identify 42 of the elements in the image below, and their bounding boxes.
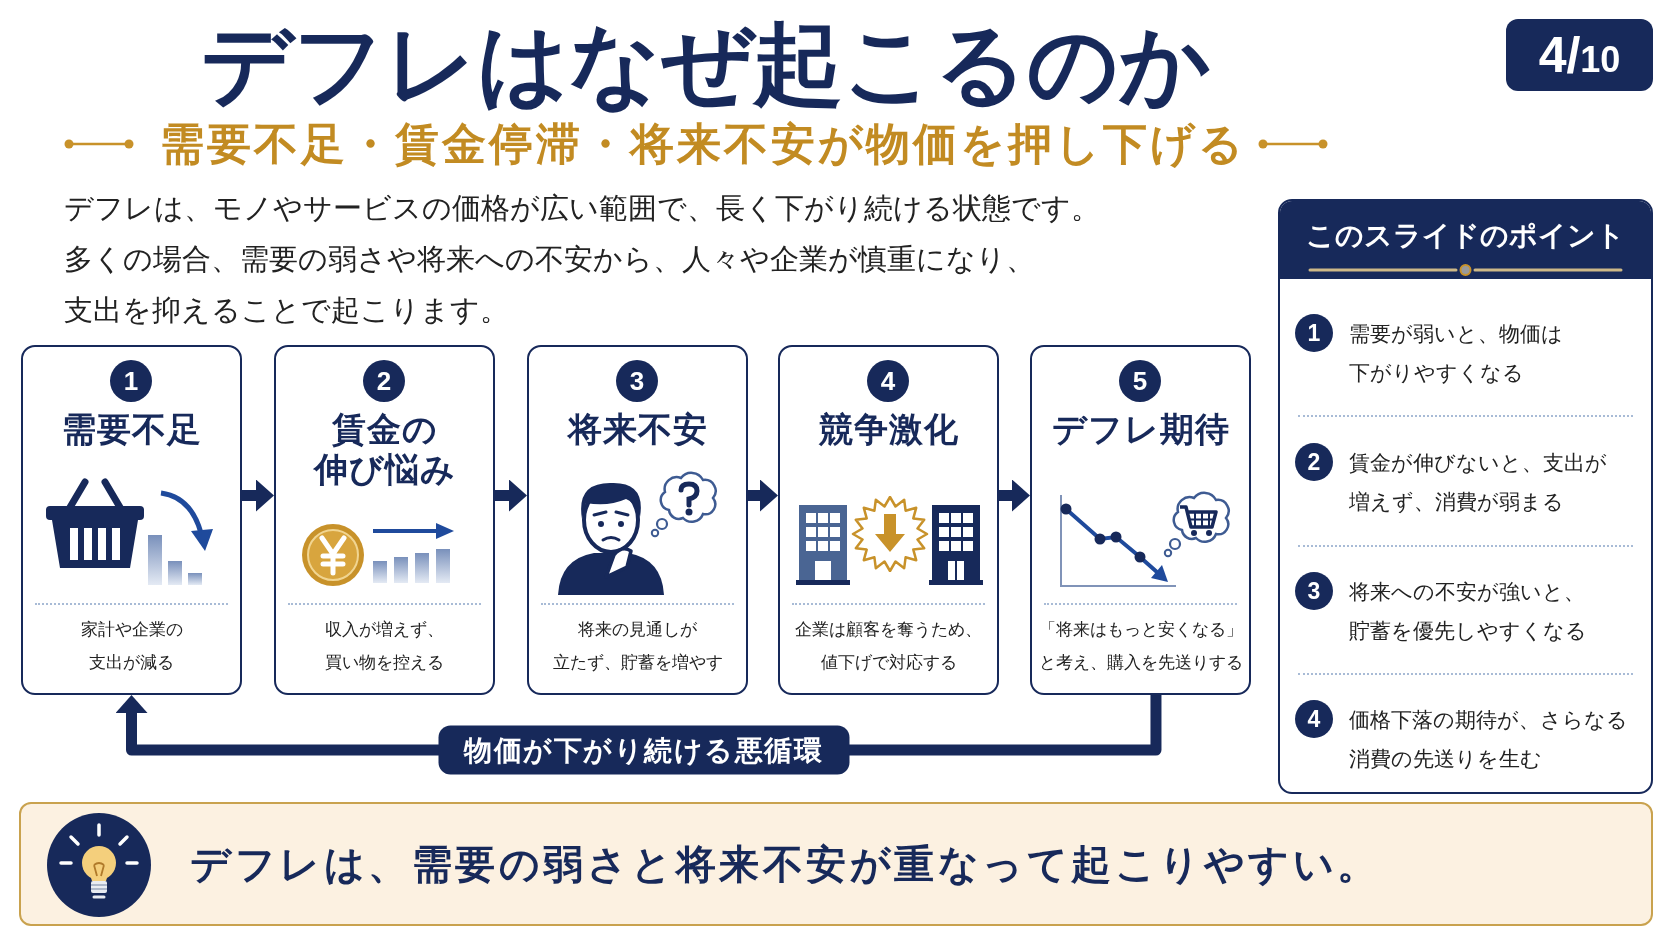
step-number: 5	[1119, 359, 1161, 402]
step-description: 家計や企業の支出が減る	[79, 619, 184, 674]
point-number: 3	[1295, 572, 1333, 610]
intro-text: デフレは、モノやサービスの価格が広い範囲で、長く下がり続ける状態です。	[64, 191, 1100, 226]
step-description: 将来の見通しが立たず、貯蓄を増やす	[551, 619, 724, 674]
point-number: 1	[1295, 314, 1333, 352]
point-number: 4	[1295, 700, 1333, 738]
subtitle: 需要不足・賃金停滞・将来不安が物価を押し下げる	[160, 118, 1246, 170]
arrow	[999, 479, 1030, 512]
step-title: デフレ期待	[1051, 409, 1230, 449]
step-title: 賃金の伸び悩み	[312, 409, 457, 489]
intro-text: 多くの場合、需要の弱さや将来への不安から、人々や企業が慎重になり、支出を抑えることで起こります。	[64, 242, 1036, 328]
step-description: 企業は顧客を奪うため、値下げで対応する	[794, 619, 983, 674]
point-number: 2	[1295, 443, 1333, 481]
step-title: 競争激化	[818, 409, 959, 449]
step-card	[21, 345, 242, 695]
page-indicator: 4/10	[1506, 19, 1653, 91]
step-description: 収入が増えず、買い物を控える	[324, 619, 445, 674]
arrow	[748, 479, 778, 512]
step-number: 3	[616, 359, 658, 402]
key-message-box	[19, 802, 1653, 926]
key-message: デフレは、需要の弱さと将来不安が重なって起こりやすい。	[190, 841, 1381, 888]
point-text: 価格下落の期待が、さらなる消費の先送りを生む	[1349, 706, 1629, 772]
step-title: 需要不足	[61, 409, 202, 449]
panel-title: このスライドのポイント	[1306, 219, 1625, 253]
arrow	[495, 479, 527, 512]
slide-title: デフレはなぜ起こるのか	[201, 14, 1211, 114]
step-number: 2	[363, 359, 405, 402]
step-card	[274, 345, 495, 695]
edge-label: 物価が下がり続ける悪循環	[438, 725, 850, 775]
step-card	[1030, 345, 1251, 695]
summary-panel	[1278, 199, 1653, 794]
point-text: 将来への不安が強いと、貯蓄を優先しやすくなる	[1349, 578, 1588, 644]
point-text: 賃金が伸びないと、支出が増えず、消費が弱まる	[1349, 449, 1608, 515]
step-card	[778, 345, 999, 695]
arrow	[242, 479, 274, 512]
step-title: 将来不安	[567, 409, 708, 449]
point-text: 需要が弱いと、物価は下がりやすくなる	[1349, 320, 1564, 386]
step-number: 1	[110, 359, 152, 402]
step-card	[527, 345, 748, 695]
step-number: 4	[867, 359, 909, 402]
step-description: 「将来はもっと安くなる」と考え、購入を先送りする	[1037, 619, 1244, 674]
